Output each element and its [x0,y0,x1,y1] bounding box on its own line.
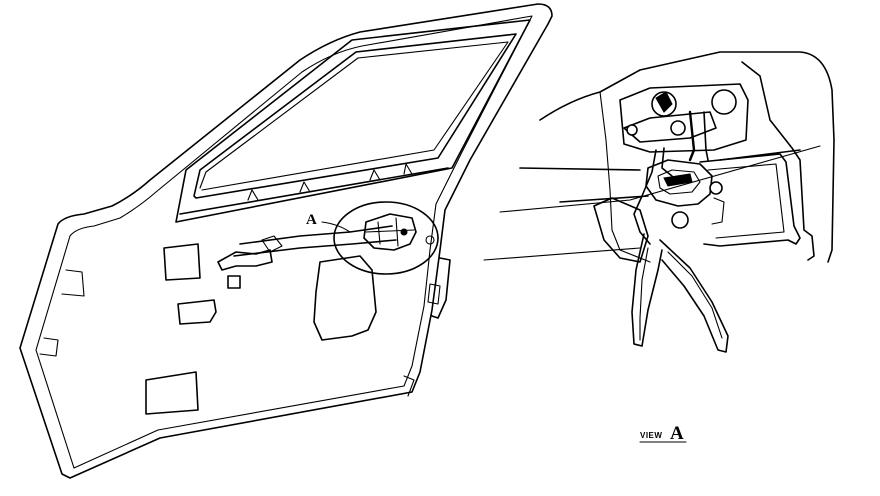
hinge-notch-upper [61,269,85,297]
panel-hole-lower [145,371,199,415]
panel-hole-upper-left [163,243,201,281]
latch-screw [425,235,435,245]
latch-edge-bracket [427,283,441,305]
linkage-rod-upper [239,225,393,245]
channel-line-mid [499,145,821,213]
callout-leader-a [321,221,351,233]
callout-letter-a: A [306,212,317,228]
lock-actuator-rod [688,110,696,162]
pliers-handle-left-inner [639,247,649,341]
pliers-handle-right [659,239,729,353]
lock-plate-bolt-right [670,120,686,136]
lock-housing [619,83,749,153]
latch-lever-inner [657,169,701,195]
view-a-detail [483,51,835,353]
belt-line [179,167,449,215]
detail-door-flange [741,61,815,261]
linkage-rod-handle [217,249,273,271]
latch-knob-right [709,181,723,195]
back-bracket [593,197,649,263]
hinge-notch-lower [39,337,59,357]
guide-rail-inner [707,163,785,239]
door-outer-edge [19,3,553,479]
latch-edge-rib [431,257,451,319]
channel-line-top [519,167,641,171]
channel-line-low [483,247,641,261]
lock-actuator-rod-2 [703,111,709,161]
lock-plate [623,111,717,143]
latch-knob [671,211,689,229]
lock-hole-left-shade [655,91,673,113]
view-caption: VIEW A [639,423,687,444]
lock-hole-right [711,89,737,115]
latch-pivot [400,228,408,236]
latch-mechanism [363,213,417,251]
pliers-jaw-right [661,147,673,177]
detail-door-inner [599,91,651,263]
window-frame-outer [175,19,531,223]
view-caption-word: VIEW [640,431,662,440]
panel-hole-small-square [227,275,241,289]
detail-circle-a [333,201,439,275]
door-inner-edge [35,15,533,469]
window-glass-inner-line [199,41,509,191]
panel-hole-middle [177,299,217,325]
linkage-rod-lower [233,239,397,257]
guide-rail [699,153,801,247]
lower-edge-trim [403,375,415,397]
latch-black-clip [663,173,693,187]
pliers-handle-left [631,233,663,347]
window-opening [193,33,517,199]
lock-plate-bolt [626,124,638,136]
view-caption-letter: A [670,423,684,444]
linkage-clip [261,235,283,253]
latch-retainer [711,197,725,225]
pliers-handle-right-inner [667,251,723,339]
pliers-jaw-left [633,149,657,245]
door-assembly: A [19,3,553,479]
latch-lever [645,159,713,207]
belt-clips [247,163,413,201]
panel-hole-large-right [313,255,377,341]
detail-door-outline [539,51,835,263]
